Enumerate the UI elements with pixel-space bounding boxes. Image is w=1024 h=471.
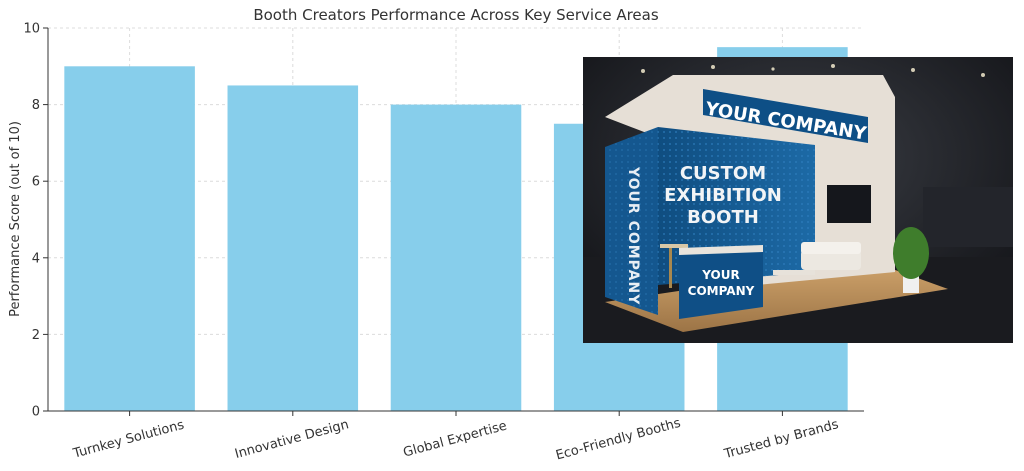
chart-title: Booth Creators Performance Across Key Se…	[253, 6, 659, 24]
x-tick-label: Turnkey Solutions	[71, 418, 186, 462]
x-tick-label: Trusted by Brands	[722, 417, 841, 462]
y-tick-label: 2	[32, 328, 40, 343]
x-tick-label: Global Expertise	[402, 419, 509, 461]
booth-counter-text-1: YOUR	[701, 268, 739, 282]
booth-photo: YOUR COMPANY YOUR COMPANY CUSTOM EXHIBIT…	[583, 57, 1013, 343]
bar-global-expertise	[390, 104, 522, 411]
x-tick-label: Eco-Friendly Booths	[554, 416, 682, 464]
booth-wall-text-3: BOOTH	[687, 207, 759, 228]
booth-wall-text-1: CUSTOM	[680, 163, 766, 184]
y-tick-label: 10	[23, 22, 40, 37]
y-tick-label: 6	[32, 175, 40, 190]
booth-counter-text-2: COMPANY	[688, 284, 755, 298]
bar-innovative-design	[227, 85, 359, 411]
y-tick-label: 0	[32, 405, 40, 420]
y-tick-label: 8	[32, 98, 40, 113]
y-tick-label: 4	[32, 251, 40, 266]
bar-turnkey-solutions	[64, 66, 195, 412]
booth-wall-text-2: EXHIBITION	[664, 185, 782, 206]
booth-side-text: YOUR COMPANY	[625, 166, 641, 305]
y-axis-label: Performance Score (out of 10)	[8, 121, 23, 317]
x-tick-label: Innovative Design	[233, 417, 350, 462]
